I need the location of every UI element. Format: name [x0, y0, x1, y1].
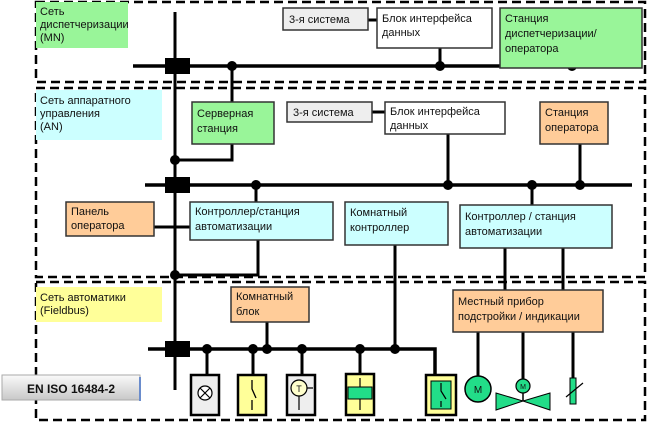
- sensor-icon: [565, 377, 584, 405]
- actuator-device: [344, 372, 376, 417]
- router-fieldbus: [165, 341, 190, 357]
- standard-badge: EN ISO 16484-2: [1, 374, 141, 401]
- router-an: [165, 177, 190, 193]
- fieldbus-zone-label: Сеть автоматики(Fieldbus): [40, 292, 126, 317]
- svg-text:M: M: [520, 384, 526, 391]
- svg-text:M: M: [474, 385, 482, 396]
- lamp-device: [189, 373, 221, 417]
- fieldbus-zone-label-bg: [36, 287, 162, 322]
- temperature-sensor-device: T: [285, 373, 317, 417]
- an-third-system-box[interactable]: 3-я система: [286, 101, 373, 123]
- svg-text:3-я система: 3-я система: [289, 14, 351, 26]
- motor-icon: M: [464, 375, 492, 403]
- valve-icon: M: [495, 378, 551, 411]
- an-zone-border: [34, 86, 647, 279]
- contact-device: [424, 373, 458, 417]
- router-mn: [165, 58, 190, 74]
- svg-text:3-я система: 3-я система: [293, 107, 355, 119]
- an-zone-label-bg: [36, 90, 162, 140]
- mn-zone-label-bg: [36, 2, 128, 48]
- switch-device: [236, 373, 268, 417]
- bus-junctions: [170, 61, 585, 354]
- mn-third-system-box[interactable]: 3-я система: [282, 7, 369, 31]
- svg-text:EN ISO 16484-2: EN ISO 16484-2: [27, 382, 115, 396]
- svg-text:T: T: [296, 384, 302, 394]
- mn-zone-border: [34, 0, 647, 84]
- fieldbus-bus: [148, 347, 437, 375]
- fieldbus-zone-border: [34, 280, 647, 422]
